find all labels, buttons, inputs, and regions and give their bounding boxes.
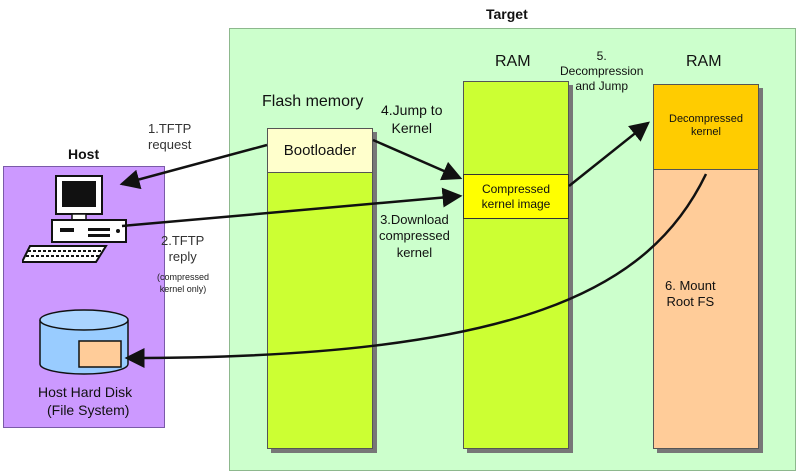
step6-label-line1: 6. Mount <box>665 278 716 293</box>
step6-label-line2: Root FS <box>666 294 715 310</box>
host-title: Host <box>68 146 100 162</box>
arrow-decompression <box>568 121 650 187</box>
step3-label-line1: 3.Download <box>380 212 449 227</box>
step6-label: 6. Mount Root FS <box>665 278 716 311</box>
ram-title-1: RAM <box>495 53 531 70</box>
step4-label: 4.Jump to Kernel <box>381 102 442 137</box>
arrow-mount-root-fs <box>124 173 708 368</box>
desktop-computer-icon <box>22 175 127 263</box>
step3-label-line2: compressed <box>379 228 450 244</box>
flash-memory-title: Flash memory <box>262 93 364 110</box>
bootloader-label: Bootloader <box>283 142 357 159</box>
ram-title-2: RAM <box>686 53 722 70</box>
compressed-kernel-label-line1: Compressed <box>481 182 550 197</box>
step5-label: 5. Decompression and Jump <box>560 49 643 94</box>
step5-label-line1: 5. <box>596 49 607 63</box>
step2-label-line1: 2.TFTP <box>161 233 205 248</box>
step5-label-line2: Decompression <box>560 64 644 78</box>
step4-label-line1: 4.Jump to <box>381 102 443 118</box>
step3-label-line3: kernel <box>396 244 433 260</box>
hard-disk-icon <box>39 309 129 375</box>
target-title: Target <box>486 6 528 22</box>
host-disk-label-line2: (File System) <box>47 402 130 418</box>
step1-label-line2: request <box>148 137 192 153</box>
flash-memory-block <box>267 128 373 449</box>
step3-label: 3.Download compressed kernel <box>379 212 450 261</box>
decompressed-kernel-label-line1: Decompressed <box>669 113 743 125</box>
host-disk-label-line1: Host Hard Disk <box>38 384 133 400</box>
compressed-kernel-label-line2: kernel image <box>481 196 551 211</box>
arrow-tftp-request <box>119 143 268 190</box>
step4-label-line2: Kernel <box>391 119 432 136</box>
step2-label-line2: reply <box>168 249 197 265</box>
step1-label-line1: 1.TFTP <box>148 121 192 136</box>
arrow-jump-to-kernel <box>372 138 463 181</box>
step5-label-line3: and Jump <box>575 79 629 93</box>
step2-label: 2.TFTP reply <box>161 233 204 266</box>
compressed-kernel-image: Compressed kernel image <box>463 174 569 219</box>
ram-block-1 <box>463 81 569 449</box>
step2-note-line2: kernel only) <box>159 283 207 294</box>
step2-note: (compressed kernel only) <box>157 272 209 295</box>
bootloader-block: Bootloader <box>267 128 373 173</box>
decompressed-kernel: Decompressed kernel <box>653 84 759 170</box>
decompressed-kernel-label-line2: kernel <box>691 126 721 139</box>
step1-label: 1.TFTP request <box>148 121 191 154</box>
step2-note-line1: (compressed <box>157 272 210 282</box>
disk-file-icon <box>78 340 122 368</box>
arrow-tftp-reply <box>121 187 463 228</box>
